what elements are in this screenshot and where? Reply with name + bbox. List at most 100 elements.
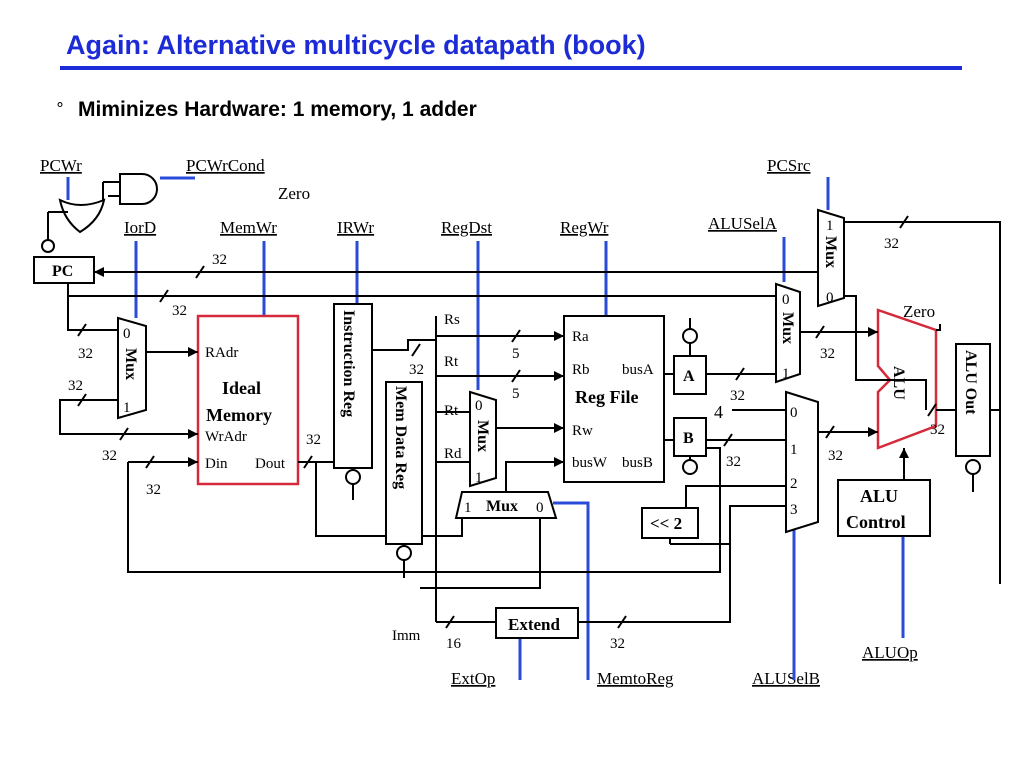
regdst-mux-in0: 0 <box>475 398 483 414</box>
signal-pcsrc: PCSrc <box>767 156 811 175</box>
alusela-mux <box>775 282 801 384</box>
mem-radr: RAdr <box>205 345 238 361</box>
alu-control-1: ALU <box>860 486 898 506</box>
pcsrc-mux <box>817 208 845 308</box>
iord-mux <box>117 316 147 420</box>
alusela-mux-in0: 0 <box>782 292 790 308</box>
zero-input-label: Zero <box>278 184 310 203</box>
iord-mux-label: Mux <box>122 348 139 380</box>
mem-name-2: Memory <box>206 405 272 425</box>
signal-extop: ExtOp <box>451 669 495 688</box>
bus-width-ticks <box>77 215 937 629</box>
width-rs: 5 <box>512 346 520 362</box>
width-imm: 16 <box>446 636 462 652</box>
alu-control-2: Control <box>846 512 906 532</box>
width-ext: 32 <box>610 636 625 652</box>
memtoreg-mux-in0: 0 <box>536 500 544 516</box>
signal-regdst: RegDst <box>441 218 492 237</box>
mem-data-register <box>385 381 423 545</box>
pcsrc-mux-label: Mux <box>822 236 839 268</box>
alu-label: ALU <box>890 366 907 400</box>
regdst-mux-label: Mux <box>474 420 491 452</box>
signal-aluop: ALUOp <box>862 643 918 662</box>
and-gate-icon <box>119 173 158 205</box>
signal-iord: IorD <box>124 218 156 237</box>
width-selb-out: 32 <box>820 346 835 362</box>
aluselb-mux-in0: 0 <box>790 405 798 421</box>
rf-busw: busW <box>572 455 608 471</box>
memtoreg-mux <box>454 491 558 519</box>
width-ir-out: 32 <box>409 362 424 378</box>
mdr-clock-bubble-icon <box>396 545 412 561</box>
mem-wradr: WrAdr <box>205 429 247 445</box>
iord-mux-in1: 1 <box>123 400 131 416</box>
field-rd: Rd <box>444 446 462 462</box>
width-ra-out: 32 <box>730 388 745 404</box>
signal-pcwrcond: PCWrCond <box>186 156 265 175</box>
mem-name-1: Ideal <box>222 378 261 398</box>
field-rt-1: Rt <box>444 354 459 370</box>
register-file <box>563 315 665 483</box>
memtoreg-line <box>553 501 590 680</box>
or-gate-icon <box>58 198 106 234</box>
alu-zero-label: Zero <box>903 302 935 321</box>
rf-rb: Rb <box>572 362 590 378</box>
mem-dout: Dout <box>255 456 286 472</box>
width-dout: 32 <box>306 432 321 448</box>
width-pc-mem: 32 <box>172 303 187 319</box>
width-pc-top: 32 <box>212 252 227 268</box>
b-clock-bubble-icon <box>682 459 698 475</box>
pcsrc-mux-in0: 0 <box>826 290 834 306</box>
register-a-label: A <box>683 368 695 385</box>
regdst-mux-in1: 1 <box>475 470 483 486</box>
shift-left-2 <box>641 507 699 539</box>
signal-irwr: IRWr <box>337 218 374 237</box>
signal-memwr: MemWr <box>220 218 277 237</box>
rf-busa: busA <box>622 362 654 378</box>
alusela-mux-in1: 1 <box>782 366 790 382</box>
rf-rw: Rw <box>572 423 593 439</box>
alu-out-register <box>955 343 991 457</box>
slide-title: Again: Alternative multicycle datapath (… <box>66 30 646 60</box>
instruction-register <box>333 303 373 469</box>
mem-data-reg-label: Mem Data Reg <box>392 386 409 489</box>
iord-mux-in0: 0 <box>123 326 131 342</box>
alusela-mux-label: Mux <box>779 312 796 344</box>
width-alu-out: 32 <box>828 448 843 464</box>
rf-ra: Ra <box>572 329 589 345</box>
width-mux-out: 32 <box>102 448 117 464</box>
width-mux-in0: 32 <box>78 346 93 362</box>
extend-label: Extend <box>508 615 561 634</box>
field-rs: Rs <box>444 312 460 328</box>
signal-memtoreg: MemtoReg <box>597 669 674 688</box>
pcsrc-mux-in1: 1 <box>826 218 834 234</box>
bullet-mark: ° <box>56 99 64 118</box>
extend-unit <box>495 607 579 639</box>
control-lines <box>66 176 905 680</box>
mem-din: Din <box>205 456 228 472</box>
a-clock-bubble-icon <box>682 328 698 344</box>
signal-aluselb: ALUSelB <box>752 669 820 688</box>
alu-control <box>837 479 931 537</box>
signal-pcwr: PCWr <box>40 156 82 175</box>
signal-alusela: ALUSelA <box>708 214 778 233</box>
pc-register <box>33 256 95 284</box>
aluselb-mux-in1: 1 <box>790 442 798 458</box>
aluselb-mux-in3: 3 <box>790 502 798 518</box>
field-imm: Imm <box>392 628 421 644</box>
pc-enable-bubble-icon <box>41 239 55 253</box>
memtoreg-mux-in1: 1 <box>464 500 472 516</box>
width-pcsrc-fb: 32 <box>884 236 899 252</box>
aluselb-mux-in2: 2 <box>790 476 798 492</box>
pc-label: PC <box>52 263 73 280</box>
width-rt: 5 <box>512 386 520 402</box>
width-alu-to-out: 32 <box>930 422 945 438</box>
width-mem-din: 32 <box>146 482 161 498</box>
instruction-reg-label: Instruction Reg <box>340 310 357 417</box>
datapath-wires <box>59 221 1001 623</box>
rf-busb: busB <box>622 455 653 471</box>
width-mux-in1: 32 <box>68 378 83 394</box>
aluout-clock-bubble-icon <box>965 459 981 475</box>
register-b-label: B <box>683 430 694 447</box>
